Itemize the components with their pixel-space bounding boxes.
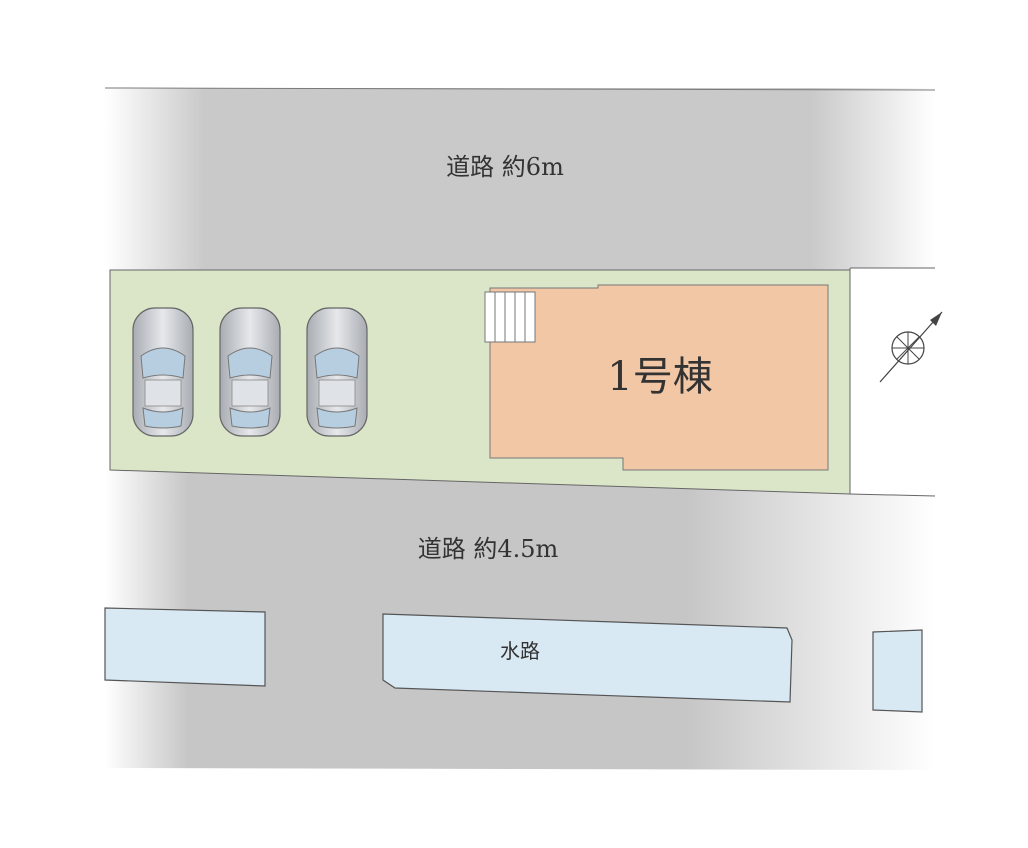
road-top-label: 道路 約6m [446, 153, 564, 181]
car-icon [306, 307, 368, 437]
north-arrow-icon [879, 311, 943, 383]
road-top: 道路 約6m [104, 87, 936, 272]
entrance-steps [484, 291, 536, 343]
car-icon [219, 307, 281, 437]
parking-area [132, 307, 368, 437]
waterway-label: 水路 [500, 639, 540, 663]
building-label: 1号棟 [607, 354, 712, 400]
building-1: 1号棟 [484, 284, 829, 471]
waterway: 水路 [104, 607, 923, 713]
neighbor-lot [849, 267, 936, 497]
road-bottom-label: 道路 約4.5m [418, 535, 559, 563]
car-icon [132, 307, 194, 437]
